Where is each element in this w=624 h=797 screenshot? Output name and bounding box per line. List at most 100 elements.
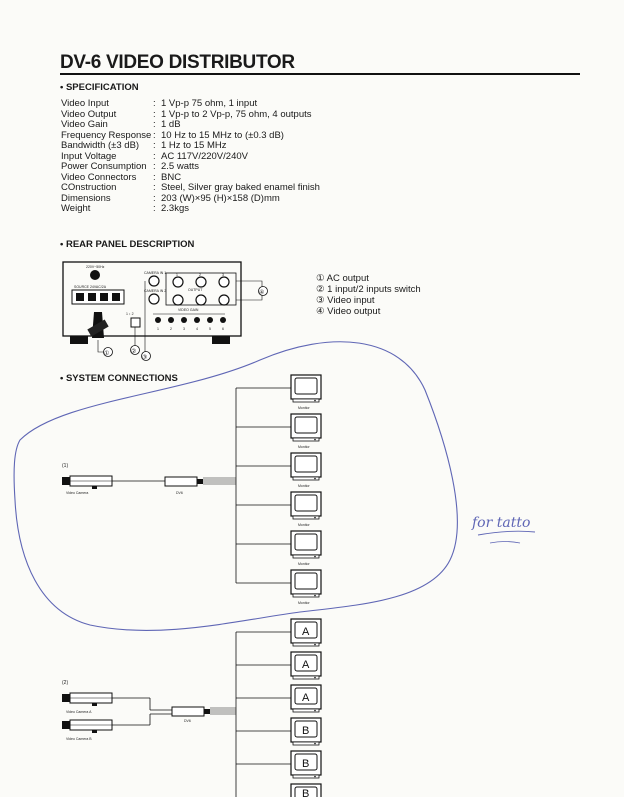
callout-number: ④ [259,289,264,296]
panel-foot-left [70,336,88,344]
legend-item: ② 1 input/2 inputs switch [316,284,421,295]
video-gain-label: VIDEO GAIN [178,308,199,312]
rear-panel-legend: ① AC output ② 1 input/2 inputs switch ③ … [316,273,421,317]
spec-value: 2.3kgs [161,203,189,214]
system-diagram-2: (2) Video Camera A Video Camera B DV6 A … [61,618,322,797]
power-rating-label: 220V~50Hz [86,265,105,269]
panel-foot-right [212,336,230,344]
gain-number: 3 [183,327,185,331]
terminal-block [71,289,125,305]
gain-knob [194,317,200,323]
rear-panel-diagram: 220V~50Hz SOURCE 24VAC/2A 1 ↕ 2 CAMERA I… [62,261,268,361]
spec-value: 1 dB [161,119,181,130]
spec-label: COnstruction [61,182,117,193]
bnc-output [218,294,230,306]
spec-label: Weight [61,203,91,214]
camera-in-2-label: CAMERA IN 2 [144,289,166,293]
spec-label: Video Connectors [61,171,137,183]
monitor-channel-label: A [302,626,310,638]
monitor-label: Monitor [298,523,311,527]
spec-row: Video Output:1 Vp-p to 2 Vp-p, 75 ohm, 4… [61,108,312,120]
spec-row: Video Connectors:BNC [61,171,182,183]
power-fuse-icon [90,270,100,280]
spec-row: Input Voltage:AC 117V/220V/240V [61,150,248,162]
dv6-unit-icon [171,706,211,717]
callout-number: ② [131,348,136,355]
monitor-label: Monitor [298,484,311,488]
spec-row: COnstruction:Steel, Silver gray baked en… [61,182,320,193]
diagram-index: (2) [62,680,68,686]
video-camera-icon [61,475,113,490]
spec-label: Bandwidth (±3 dB) [61,140,140,151]
input-switch-icon [130,317,141,328]
monitor-label: Monitor [298,445,311,449]
spec-label: Dimensions [61,192,111,204]
handwriting-underline [477,530,536,536]
source-label: SOURCE 24VAC/2A [74,285,107,289]
spec-value: 10 Hz to 15 MHz to (±0.3 dB) [161,129,284,141]
handwritten-note: for tatto [471,515,530,531]
bnc-output [172,294,184,306]
callout-number: ③ [142,354,147,361]
camera-label: Video Camera B [66,737,92,741]
monitor-icon [290,530,322,559]
gain-number: 4 [196,327,198,331]
rear-panel-frame [62,261,242,337]
output-number: 3 [222,273,224,277]
unit-label: DV6 [184,719,191,723]
monitor-channel-label: A [302,659,310,671]
monitor-label: Monitor [298,601,311,605]
unit-label: DV6 [176,491,183,495]
spec-label: Video Output [61,108,117,120]
spec-value: Steel, Silver gray baked enamel finish [161,182,320,193]
spec-row: Bandwidth (±3 dB):1 Hz to 15 MHz [61,140,227,151]
system-diagram-1: (1) Video Camera DV6 Monitor Monitor Mon… [61,374,322,605]
spec-row: Video Gain:1 dB [61,119,181,130]
callout-number: ① [104,350,109,357]
spec-value: 1 Vp-p to 2 Vp-p, 75 ohm, 4 outputs [161,108,312,120]
section-specification: SPECIFICATION [60,82,139,93]
output-label: OUTPUT [188,288,203,292]
output-number: 2 [199,273,201,277]
monitor-channel-label: B [302,758,309,770]
handdrawn-circle [13,341,458,631]
spec-table: Video Input:1 Vp-p 75 ohm, 1 input Video… [61,98,320,215]
monitor-icon [290,374,322,403]
spec-value: BNC [161,171,182,183]
gain-knob [155,317,161,323]
bnc-input-1 [148,275,160,287]
monitor-channel-label: B [302,788,309,797]
bnc-output [172,276,184,288]
dv6-unit-icon [164,476,204,487]
gain-number: 6 [222,327,224,331]
spec-value: 1 Vp-p 75 ohm, 1 input [161,98,258,109]
bnc-input-2 [148,293,160,305]
gain-knob [168,317,174,323]
gain-number: 2 [170,327,172,331]
spec-label: Power Consumption [61,161,147,172]
monitor-icon [290,452,322,481]
spec-row: Weight:2.3kgs [61,203,189,214]
spec-label: Frequency Response [61,129,152,141]
spec-label: Video Gain [61,119,108,130]
camera-label: Video Camera A [66,710,92,714]
switch-label: 1 ↕ 2 [126,312,134,316]
title-rule [60,73,580,75]
monitor-channel-label: B [302,725,309,737]
gain-number: 5 [209,327,211,331]
legend-item: ④ Video output [316,306,381,317]
spec-value: AC 117V/220V/240V [161,150,248,162]
camera-in-1-label: CAMERA IN 1 [144,271,166,275]
gain-knob [181,317,187,323]
legend-item: ③ Video input [316,295,375,306]
monitor-label: Monitor [298,562,311,566]
legend-item: ① AC output [316,273,369,284]
monitor-icon [290,413,322,442]
bnc-output [195,294,207,306]
output-number: 1 [176,273,178,277]
bnc-output [195,276,207,288]
gain-knob [220,317,226,323]
spec-row: Video Input:1 Vp-p 75 ohm, 1 input [61,98,258,109]
spec-label: Input Voltage [61,150,117,162]
